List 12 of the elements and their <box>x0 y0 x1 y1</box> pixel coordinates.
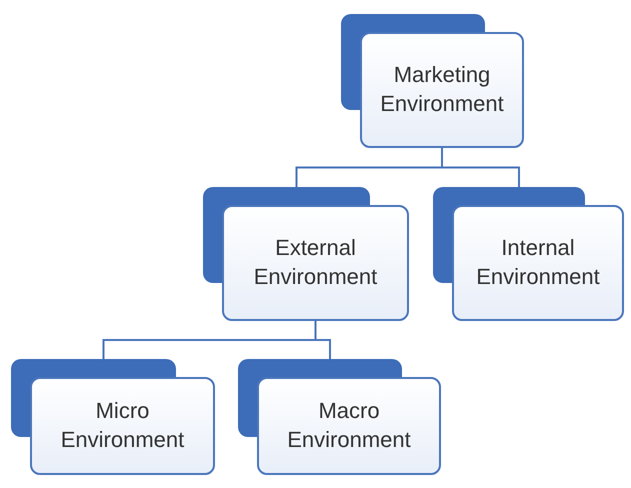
stacked-card <box>203 187 409 321</box>
node-label: Macro Environment <box>286 397 412 454</box>
node-label: Internal Environment <box>475 234 601 291</box>
stacked-card <box>238 359 441 475</box>
node-label: Marketing Environment <box>379 61 505 118</box>
stacked-card <box>433 187 624 321</box>
connector-line <box>314 321 331 359</box>
node-label: Micro Environment <box>60 397 186 454</box>
stacked-card <box>341 14 524 148</box>
node-label: External Environment <box>252 234 378 291</box>
connector-line <box>441 148 520 187</box>
stacked-card <box>11 359 215 475</box>
